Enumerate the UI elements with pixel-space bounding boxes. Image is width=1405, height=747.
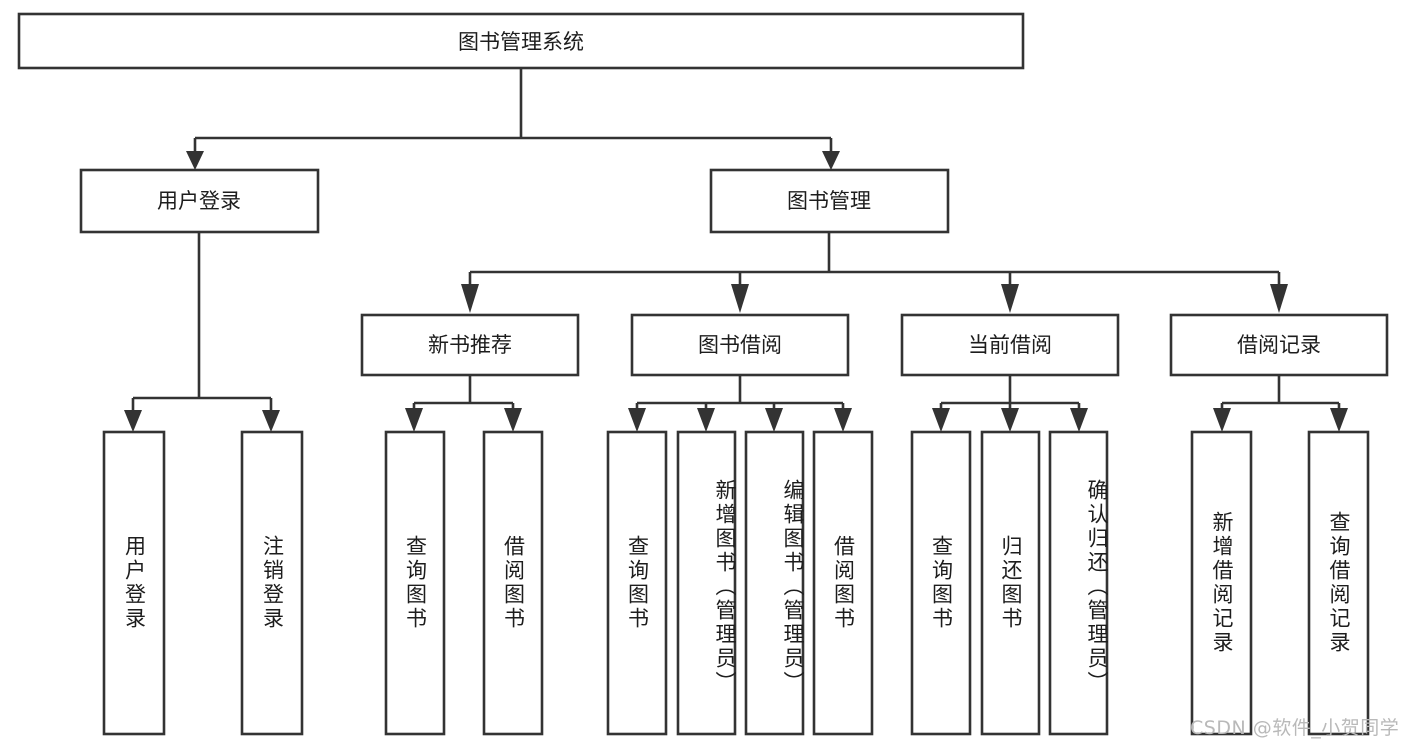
node-box-leaf-query-book-1[interactable] (384, 430, 446, 736)
connector-borrow-children (635, 375, 845, 412)
connector-root-bus (193, 68, 833, 158)
node-box-leaf-add-book[interactable] (676, 430, 737, 736)
arrow-head-leaf-query-book-2 (628, 408, 646, 432)
node-box-leaf-edit-book[interactable] (744, 430, 805, 736)
node-label-login: 用户登录 (157, 189, 241, 213)
connector-records-children (1220, 375, 1341, 412)
node-box-newbook[interactable] (360, 313, 580, 377)
node-label-records: 借阅记录 (1237, 333, 1321, 357)
arrow-head-leaf-user-logout (262, 410, 280, 432)
node-box-leaf-query-book-3[interactable] (910, 430, 972, 736)
arrow-head-leaf-query-book-3 (932, 408, 950, 432)
arrow-head-leaf-query-record (1330, 408, 1348, 432)
node-label-bookmgmt: 图书管理 (787, 189, 871, 213)
node-box-leaf-user-logout[interactable] (240, 430, 304, 736)
connector-bookmgmt-bus (468, 232, 1281, 290)
node-box-root[interactable] (17, 12, 1025, 70)
arrow-head-current (1001, 284, 1019, 313)
node-box-leaf-borrow-book-2[interactable] (812, 430, 874, 736)
node-label-newbook: 新书推荐 (428, 333, 512, 357)
node-label-root: 图书管理系统 (458, 30, 584, 54)
arrow-head-leaf-borrow-book-2 (834, 408, 852, 432)
node-box-leaf-borrow-book-1[interactable] (482, 430, 544, 736)
node-label-current: 当前借阅 (968, 333, 1052, 357)
node-label-borrow: 图书借阅 (698, 333, 782, 357)
arrow-head-leaf-confirm-return (1070, 408, 1088, 432)
watermark-text: CSDN @软件_小贺同学 (1190, 717, 1400, 739)
node-box-leaf-add-record[interactable] (1190, 430, 1253, 736)
arrow-head-leaf-user-login (124, 410, 142, 432)
arrow-head-leaf-add-record (1213, 408, 1231, 432)
connector-login-children (131, 232, 273, 415)
arrow-head-leaf-query-book-1 (405, 408, 423, 432)
arrow-head-newbook (461, 284, 479, 313)
node-box-current[interactable] (900, 313, 1120, 377)
arrow-head-leaf-borrow-book-1 (504, 408, 522, 432)
arrow-head-borrow (731, 284, 749, 313)
arrow-head-leaf-add-book (697, 408, 715, 432)
arrow-head-login (186, 151, 204, 170)
node-box-leaf-query-book-2[interactable] (606, 430, 668, 736)
arrow-head-leaf-edit-book (765, 408, 783, 432)
node-box-leaf-user-login[interactable] (102, 430, 166, 736)
arrow-head-leaf-return-book (1001, 408, 1019, 432)
connector-newbook-children (412, 375, 515, 412)
node-box-leaf-confirm-return[interactable] (1048, 430, 1109, 736)
node-box-leaf-query-record[interactable] (1307, 430, 1370, 736)
arrow-head-records (1270, 284, 1288, 313)
node-box-leaf-return-book[interactable] (980, 430, 1041, 736)
connector-current-children (939, 375, 1081, 412)
arrow-head-bookmgmt (822, 151, 840, 170)
node-box-login[interactable] (79, 168, 320, 234)
